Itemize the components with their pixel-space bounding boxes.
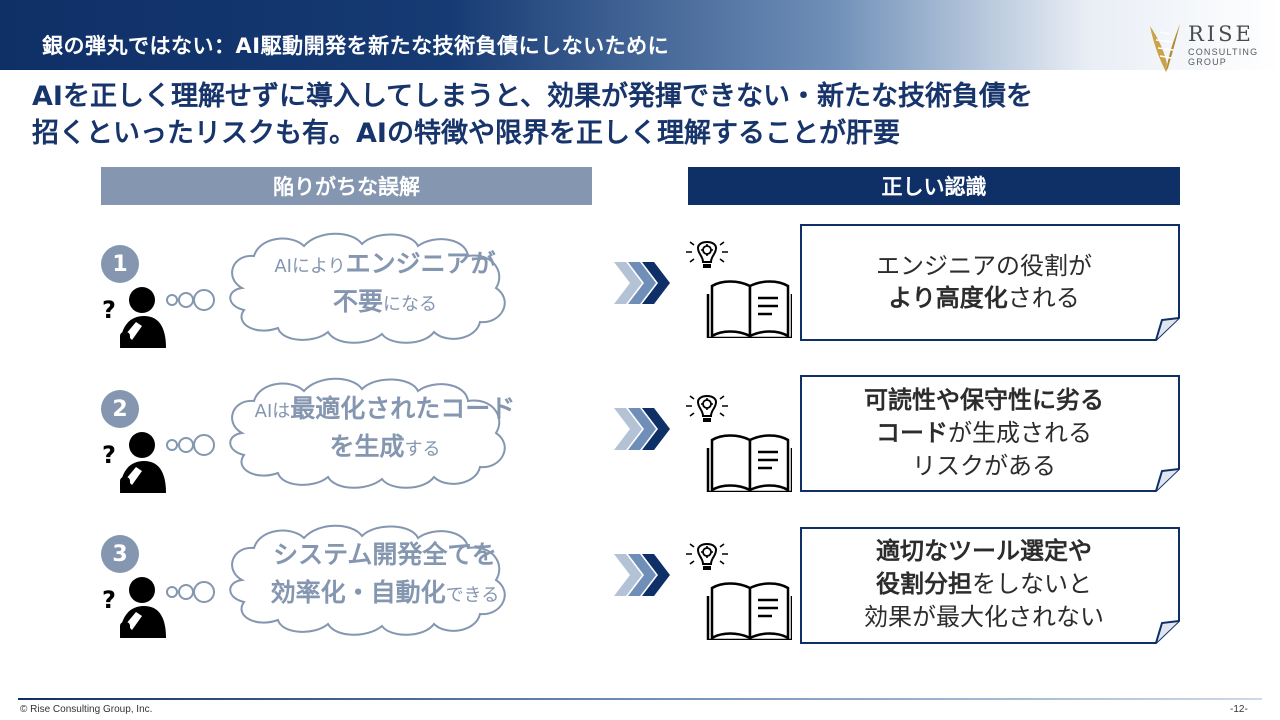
misconception-line-2: 不要になる: [220, 284, 550, 322]
row-number-badge: 2: [101, 390, 139, 428]
misconception-small: する: [404, 439, 441, 460]
recognition-line-2: コードが生成される: [800, 417, 1168, 450]
recognition-bold: 可読性や保守性に劣る: [864, 386, 1104, 414]
misconception-text: AIによりエンジニアが 不要になる: [220, 246, 550, 322]
chevron-arrows-icon: [614, 554, 670, 596]
recognition-bold: より高度化: [888, 284, 1008, 312]
footer-copyright: © Rise Consulting Group, Inc.: [20, 704, 153, 715]
person-thinking-icon: ?: [102, 577, 166, 638]
logo-feather-icon: [1150, 24, 1180, 72]
headline-line-2: 招くといったリスクも有。AIの特徴や限界を正しく理解することが肝要: [32, 118, 900, 149]
recognition-note-card: [800, 375, 1180, 492]
recognition-note-card: [800, 527, 1180, 644]
recognition-text: 適切なツール選定や 役割分担をしないと 効果が最大化されない: [800, 535, 1168, 634]
misconception-bold: システム開発全てを: [273, 540, 497, 569]
recognition-column-header: 正しい認識: [688, 167, 1180, 205]
thought-cloud-icon: [166, 232, 506, 344]
recognition-line-3: 効果が最大化されない: [864, 603, 1104, 631]
footer-divider: [18, 698, 1262, 700]
recognition-bold: 役割分担: [876, 570, 972, 598]
recognition-line-1: エンジニアの役割が: [876, 252, 1092, 280]
lightbulb-gear-icon: [686, 241, 792, 338]
misconception-text: AIは最適化されたコード を生成する: [220, 391, 550, 467]
recognition-text: 可読性や保守性に劣る コードが生成される リスクがある: [800, 384, 1168, 483]
misconception-bold: 効率化・自動化: [270, 578, 446, 607]
recognition-line-1: 適切なツール選定や: [800, 535, 1168, 568]
logo-wordmark: RISE: [1188, 22, 1254, 46]
header-bar: 銀の弾丸ではない：AI駆動開発を新たな技術負債にしないために: [0, 0, 1280, 70]
row-number-badge: 1: [101, 245, 139, 283]
recognition-bold: 適切なツール選定や: [876, 537, 1092, 565]
misconception-small: AIは: [254, 401, 291, 422]
chevron-arrows-icon: [614, 408, 670, 450]
recognition-note-card: [800, 224, 1180, 341]
recognition-text: エンジニアの役割が より高度化される: [800, 250, 1168, 314]
thought-cloud-icon: [166, 377, 506, 489]
slide-title: 銀の弾丸ではない：AI駆動開発を新たな技術負債にしないために: [42, 34, 670, 58]
misconception-small: できる: [445, 585, 500, 606]
recognition-line-2: 役割分担をしないと: [800, 568, 1168, 601]
page-number: -12-: [1230, 704, 1248, 715]
thought-cloud-icon: [166, 524, 506, 636]
recognition-bold: コード: [876, 419, 948, 447]
headline-line-1: AIを正しく理解せずに導入してしまうと、効果が発揮できない・新たな技術負債を: [32, 81, 1034, 112]
recognition-line-3: リスクがある: [912, 452, 1056, 480]
misconception-column-header: 陥りがちな誤解: [101, 167, 592, 205]
svg-text:?: ?: [102, 586, 116, 614]
misconception-line-2: を生成する: [220, 429, 550, 467]
recognition-line-1: 可読性や保守性に劣る: [800, 384, 1168, 417]
misconception-small: になる: [383, 294, 437, 315]
misconception-bold: 最適化されたコード: [290, 394, 516, 423]
chevron-arrows-icon: [614, 262, 670, 304]
svg-text:?: ?: [102, 296, 116, 324]
recognition-line-2: より高度化される: [800, 282, 1168, 314]
person-thinking-icon: ?: [102, 432, 166, 493]
misconception-line-2: 効率化・自動化できる: [220, 575, 550, 613]
misconception-line-1: AIは最適化されたコード: [220, 391, 550, 429]
misconception-small: AIにより: [274, 256, 346, 277]
svg-text:?: ?: [102, 441, 116, 469]
misconception-bold: 不要: [332, 287, 383, 316]
lightbulb-gear-icon: [686, 395, 792, 492]
person-thinking-icon: ?: [102, 287, 166, 348]
row-number-badge: 3: [101, 535, 139, 573]
misconception-text: システム開発全てを 効率化・自動化できる: [220, 537, 550, 613]
headline: AIを正しく理解せずに導入してしまうと、効果が発揮できない・新たな技術負債を 招…: [32, 78, 1252, 152]
misconception-bold: エンジニアが: [345, 249, 496, 278]
misconception-line-1: AIによりエンジニアが: [220, 246, 550, 284]
recognition-rest: をしないと: [972, 570, 1092, 598]
logo-subtitle-line1: CONSULTING: [1188, 47, 1259, 57]
lightbulb-gear-icon: [686, 543, 792, 640]
recognition-rest: が生成される: [948, 419, 1092, 447]
company-logo: RISE CONSULTING GROUP: [1146, 20, 1266, 76]
logo-subtitle: CONSULTING GROUP: [1188, 47, 1258, 67]
misconception-bold: を生成: [329, 432, 405, 461]
misconception-line-1: システム開発全てを: [220, 537, 550, 575]
recognition-rest: される: [1007, 284, 1080, 312]
logo-subtitle-line2: GROUP: [1188, 57, 1228, 67]
